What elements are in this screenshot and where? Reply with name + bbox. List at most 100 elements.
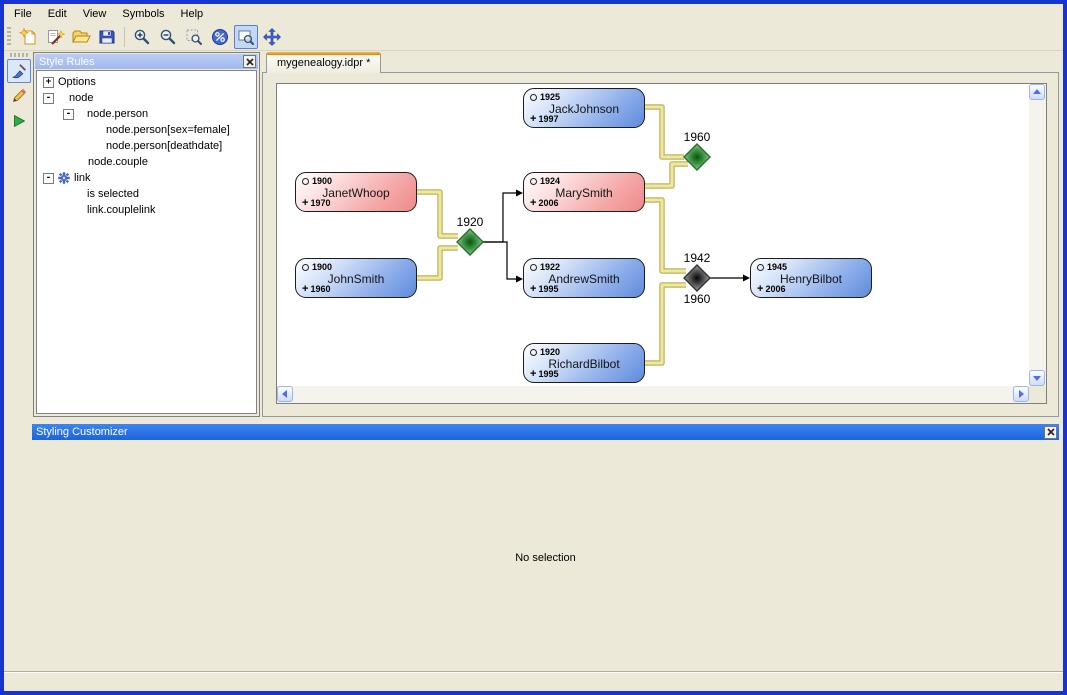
zoom-percent-button[interactable] xyxy=(208,25,232,49)
person-node-johnsmith[interactable]: 1900 JohnSmith +1960 xyxy=(295,258,417,298)
zoom-selection-button[interactable] xyxy=(182,25,206,49)
tree-item-is-selected[interactable]: is selected xyxy=(37,186,256,202)
birth-label: 1945 xyxy=(757,262,787,272)
person-name: JackJohnson xyxy=(548,102,620,116)
styling-customizer-title: Styling Customizer xyxy=(36,426,128,438)
couple-link[interactable] xyxy=(645,104,684,160)
birth-label: 1922 xyxy=(530,262,560,272)
chevron-up-icon xyxy=(1033,89,1041,94)
couple-node-1920[interactable] xyxy=(456,228,484,256)
open-button[interactable] xyxy=(69,25,93,49)
tree-item-link-couplelink[interactable]: link.couplelink xyxy=(37,202,256,218)
tree-item-node-couple[interactable]: node.couple xyxy=(37,154,256,170)
tree-expander[interactable]: - xyxy=(43,172,54,184)
status-bar xyxy=(4,673,1063,691)
menu-item-help[interactable]: Help xyxy=(180,7,204,20)
menu-item-edit[interactable]: Edit xyxy=(47,7,67,20)
tree-item-options[interactable]: + Options xyxy=(37,74,256,90)
pan-icon xyxy=(263,27,281,46)
child-link[interactable] xyxy=(483,192,517,243)
arrowhead-icon xyxy=(743,274,750,282)
run-button[interactable] xyxy=(7,109,31,133)
birth-icon xyxy=(302,263,309,271)
couple-year-label: 1920 xyxy=(457,215,484,229)
birth-icon xyxy=(530,177,537,185)
gear-icon xyxy=(58,172,70,184)
menu-item-file[interactable]: File xyxy=(14,7,32,20)
menu-item-symbols[interactable]: Symbols xyxy=(122,7,165,20)
tree-item-node-person[interactable]: - node.person xyxy=(37,106,256,122)
person-node-janetwhoop[interactable]: 1900 JanetWhoop +1970 xyxy=(295,172,417,212)
styling-customizer-titlebar[interactable]: Styling Customizer xyxy=(32,424,1059,440)
menu-item-view[interactable]: View xyxy=(82,7,107,20)
save-button[interactable] xyxy=(95,25,119,49)
child-link[interactable] xyxy=(483,241,517,280)
deceased-icon: + xyxy=(530,367,537,380)
toolbar-grip[interactable] xyxy=(7,26,11,47)
death-label: +1960 xyxy=(302,282,331,295)
scroll-right-button[interactable] xyxy=(1013,386,1029,402)
style-brush-icon xyxy=(12,64,26,79)
couple-link[interactable] xyxy=(417,245,458,281)
person-node-jackjohnson[interactable]: 1925 JackJohnson +1997 xyxy=(523,88,645,128)
tree-item-node-person-deathdate[interactable]: node.person[deathdate] xyxy=(37,138,256,154)
zoom-selection-icon xyxy=(186,29,202,45)
death-label: +1970 xyxy=(302,196,331,209)
edit-mode-button[interactable] xyxy=(7,84,31,108)
tree-item-link[interactable]: - link xyxy=(37,170,256,186)
tree-item-label: node.person[deathdate] xyxy=(106,140,223,152)
save-icon xyxy=(99,30,115,43)
zoom-in-button[interactable] xyxy=(130,25,154,49)
side-toolbar xyxy=(5,51,33,691)
birth-icon xyxy=(530,263,537,271)
style-mode-button[interactable] xyxy=(7,59,31,83)
side-toolbar-grip[interactable] xyxy=(10,53,28,57)
birth-icon xyxy=(530,93,537,101)
tree-item-node[interactable]: - node xyxy=(37,90,256,106)
scroll-up-button[interactable] xyxy=(1029,84,1045,100)
styling-customizer-panel: No selection xyxy=(32,440,1059,671)
styling-customizer-close-button[interactable] xyxy=(1044,425,1057,439)
person-node-henrybilbot[interactable]: 1945 HenryBilbot +2006 xyxy=(750,258,872,298)
tree-item-label: node.couple xyxy=(88,156,148,168)
arrowhead-icon xyxy=(516,275,523,283)
chevron-left-icon xyxy=(282,390,287,398)
person-node-marysmith[interactable]: 1924 MarySmith +2006 xyxy=(523,172,645,212)
couple-node-1942[interactable] xyxy=(683,264,711,292)
couple-node-1960[interactable] xyxy=(683,143,711,171)
overview-button[interactable] xyxy=(234,24,258,49)
scroll-down-button[interactable] xyxy=(1029,370,1045,386)
diagram-canvas[interactable]: 1960 1920 1942 1960 1925 JackJohnson +19… xyxy=(277,84,1029,386)
death-label: +1995 xyxy=(530,367,559,380)
tree-expander[interactable]: + xyxy=(43,76,54,88)
zoom-out-button[interactable] xyxy=(156,25,180,49)
couple-year-label: 1942 xyxy=(684,251,711,265)
couple-link[interactable] xyxy=(417,189,458,239)
tree-item-node-person-female[interactable]: node.person[sex=female] xyxy=(37,122,256,138)
person-name: JanetWhoop xyxy=(322,186,390,200)
horizontal-scrollbar[interactable] xyxy=(277,386,1029,403)
scroll-left-button[interactable] xyxy=(277,386,293,402)
tree-item-label: node xyxy=(69,92,94,104)
couple-link[interactable] xyxy=(645,282,686,366)
new-document-button[interactable] xyxy=(17,25,41,49)
style-wizard-button[interactable] xyxy=(43,25,67,49)
deceased-icon: + xyxy=(302,282,309,295)
tree-expander[interactable]: - xyxy=(43,92,54,104)
style-rules-close-button[interactable] xyxy=(243,55,256,68)
person-name: JohnSmith xyxy=(327,272,385,286)
person-node-richardbilbot[interactable]: 1920 RichardBilbot +1995 xyxy=(523,343,645,383)
chevron-down-icon xyxy=(1033,376,1041,381)
person-node-andrewsmith[interactable]: 1922 AndrewSmith +1995 xyxy=(523,258,645,298)
style-rules-titlebar[interactable]: Style Rules xyxy=(35,54,258,69)
couple-link[interactable] xyxy=(645,161,688,189)
person-name: MarySmith xyxy=(555,186,613,200)
tab-mygenealogy[interactable]: mygenealogy.idpr * xyxy=(266,52,382,73)
couple-link[interactable] xyxy=(645,197,686,274)
style-wand-icon xyxy=(48,29,65,45)
vertical-scrollbar[interactable] xyxy=(1029,84,1046,386)
pan-button[interactable] xyxy=(260,25,284,49)
status-divider xyxy=(4,671,1063,673)
no-selection-message: No selection xyxy=(515,552,576,564)
tree-expander[interactable]: - xyxy=(63,108,74,120)
